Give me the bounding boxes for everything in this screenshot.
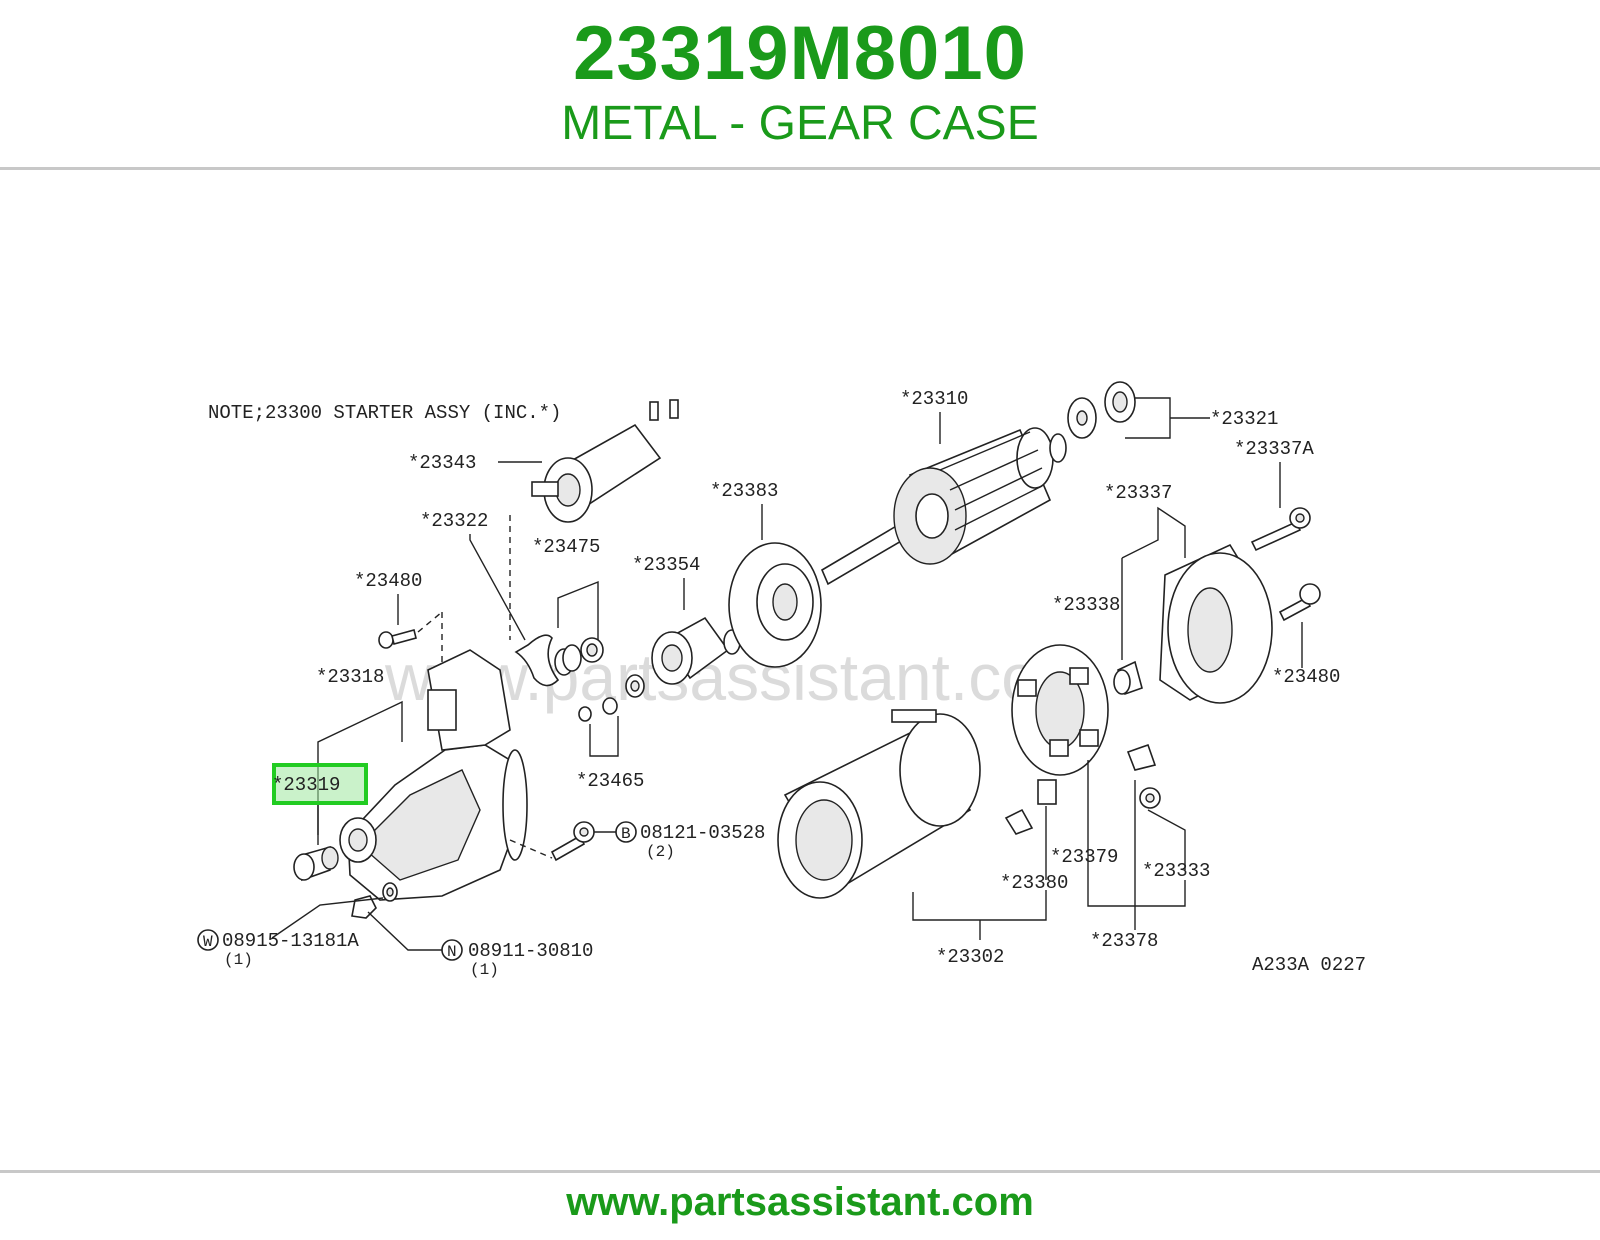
n-symbol-circle [441, 939, 463, 961]
b-letter: B [621, 825, 631, 843]
yoke-part [777, 709, 981, 899]
callout-08915-13181a: 08915-13181A [222, 930, 359, 952]
callout-08911-30810: 08911-30810 [468, 940, 593, 962]
solenoid-part [531, 399, 679, 523]
b-symbol-circle [615, 821, 637, 843]
n-letter: N [447, 943, 457, 961]
washers-part [578, 674, 645, 722]
part-number: 23319M8010 [573, 11, 1027, 96]
small-bolt-part [378, 629, 417, 649]
callout-23383: *23383 [710, 480, 778, 502]
note-text: NOTE;23300 STARTER ASSY (INC.*) [208, 402, 561, 424]
pinion-gear-part [651, 616, 741, 685]
callout-23378: *23378 [1090, 930, 1158, 952]
brush-spring-part [1126, 743, 1161, 809]
leader-w [271, 897, 384, 939]
thrust-washers-part [1067, 381, 1136, 439]
callout-23480-right: *23480 [1272, 666, 1340, 688]
header: 23319M8010 METAL - GEAR CASE [0, 0, 1600, 168]
spring-part [554, 637, 604, 676]
callout-23318: *23318 [316, 666, 384, 688]
rear-cover-part [1159, 543, 1273, 704]
brush-part [1004, 779, 1057, 835]
right-bolt-part [1278, 583, 1321, 622]
callout-23380: *23380 [1000, 872, 1068, 894]
w-quantity: (1) [224, 951, 253, 969]
rear-bushing-part [1113, 660, 1143, 696]
n-quantity: (1) [470, 961, 499, 979]
top-divider [0, 167, 1600, 170]
w-symbol-circle [197, 929, 219, 951]
callout-23302: *23302 [936, 946, 1004, 968]
leader-23337 [1121, 506, 1186, 559]
leader-n [367, 911, 442, 951]
leader-23378-a [1087, 760, 1186, 907]
through-bolt-part [550, 821, 595, 862]
callout-23338: *23338 [1052, 594, 1120, 616]
callout-23310: *23310 [900, 388, 968, 410]
armature-part [820, 427, 1067, 586]
leader-23475 [557, 580, 599, 642]
drive-lever-part [514, 634, 560, 687]
w-letter: W [203, 933, 213, 951]
gear-case-metal-bushing-part [293, 845, 339, 882]
leader-23333 [1147, 809, 1186, 870]
b-quantity: (2) [646, 843, 675, 861]
plate-part [728, 542, 822, 668]
footer-url-link[interactable]: www.partsassistant.com [566, 1180, 1034, 1224]
callout-23475: *23475 [532, 536, 600, 558]
callout-23480-left: *23480 [354, 570, 422, 592]
callout-23322: *23322 [420, 510, 488, 532]
exploded-view-svg: www.partsassistant.com NOTE;23300 STARTE… [180, 340, 1420, 1010]
diagram-reference-code: A233A 0227 [1252, 954, 1366, 976]
gear-case-part [339, 649, 528, 901]
callout-23354: *23354 [632, 554, 700, 576]
bottom-divider [0, 1170, 1600, 1173]
washer-nut-part [351, 882, 398, 919]
callout-23319: *23319 [272, 774, 340, 796]
callout-23465: *23465 [576, 770, 644, 792]
callout-23333: *23333 [1142, 860, 1210, 882]
brush-holder-part [1011, 644, 1109, 776]
callout-23343: *23343 [408, 452, 476, 474]
leader-23465 [589, 716, 619, 757]
callout-23321: *23321 [1210, 408, 1278, 430]
leader-23322 [469, 534, 526, 641]
dash-bolt [417, 611, 443, 633]
callout-23337a: *23337A [1234, 438, 1314, 460]
parts-diagram: www.partsassistant.com NOTE;23300 STARTE… [180, 340, 1420, 1010]
long-bolt-part [1250, 507, 1311, 552]
part-name: METAL - GEAR CASE [561, 97, 1039, 150]
callout-23337: *23337 [1104, 482, 1172, 504]
callout-08121-03528: 08121-03528 [640, 822, 765, 844]
callout-23379: *23379 [1050, 846, 1118, 868]
dash-throughbolt [509, 839, 553, 859]
highlight-box-23319 [272, 763, 368, 805]
